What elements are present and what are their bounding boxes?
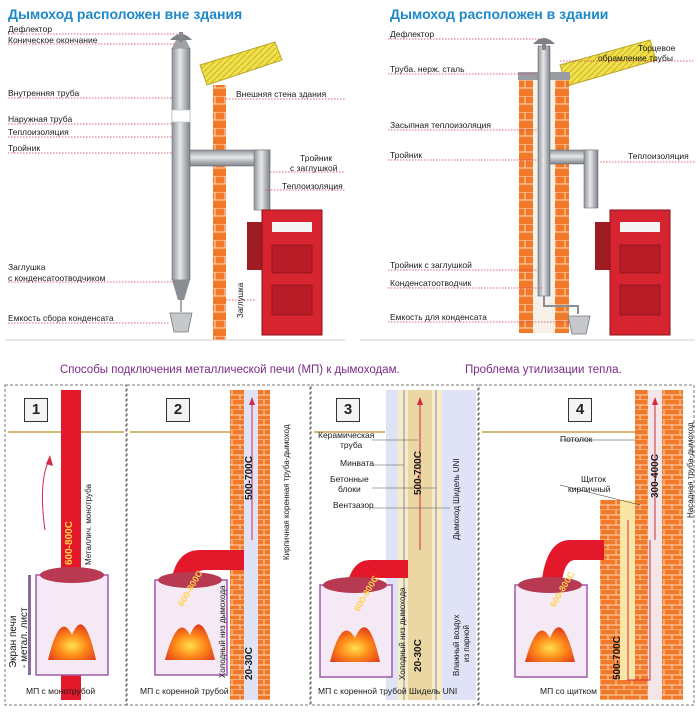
panel-number-4: 4 xyxy=(568,398,592,422)
p4-temp-mid: 500-700С xyxy=(612,636,623,680)
panel-number-3: 3 xyxy=(336,398,360,422)
p4-ceiling: Потолок xyxy=(560,434,593,444)
label-tee-plug-2: с заглушкой xyxy=(290,163,338,173)
label-r-tee: Тройник xyxy=(390,150,423,160)
label-r-deflector: Дефлектор xyxy=(390,29,435,39)
roof-left xyxy=(199,41,283,86)
label-r-trap: Конденсатоотводчик xyxy=(390,278,472,288)
p1-pipe-label: Металлич. монотруба xyxy=(84,484,93,565)
label-r-frame-1: Торцевое xyxy=(638,43,676,53)
p4-pipe-label: Насадная труба-дымоход xyxy=(686,422,695,518)
label-outer-wall: Внешняя стена здания xyxy=(236,89,327,99)
p3-label-blocks-2: блоки xyxy=(338,484,361,494)
left-title: Дымоход расположен вне здания xyxy=(8,6,243,22)
label-tee-plug-1: Тройник xyxy=(300,153,333,163)
label-r-frame-2: обрамление трубы xyxy=(598,53,673,63)
p4-temp-up: 300-400С xyxy=(650,454,661,498)
p3-caption: МП с коренной трубой Шидель UNI xyxy=(318,686,458,696)
p3-label-minwool: Минвата xyxy=(340,458,375,468)
leaders-right xyxy=(388,38,695,323)
insulation-band xyxy=(171,109,191,123)
p3-temp-up: 500-700С xyxy=(413,451,424,495)
p2-brick-label: Кирпичная коренная труба-дымоход xyxy=(282,424,291,561)
panel-number-2: 2 xyxy=(166,398,190,422)
p3-uni-label: Дымоход Шидель UNI xyxy=(452,458,461,540)
section-title-heat: Проблема утилизации тепла. xyxy=(465,364,622,376)
p3-cold-label: Холодный низ дымохода xyxy=(398,587,407,680)
boiler-side-left xyxy=(247,222,262,270)
label-r-fill: Засыпная теплоизоляция xyxy=(390,120,491,130)
label-inner-pipe: Внутренняя труба xyxy=(8,88,80,98)
p2-temp-up: 500-700С xyxy=(244,456,255,500)
brick-column-left xyxy=(519,78,533,333)
p2-caption: МП с коренной трубой xyxy=(140,686,229,696)
deflector-right xyxy=(533,38,555,44)
label-plug-vertical: Заглушка xyxy=(236,282,245,318)
p4-shield-1: Щиток xyxy=(581,474,606,484)
chimney-pipe-right xyxy=(537,45,551,297)
label-cone: Коническое окончание xyxy=(8,35,98,45)
label-plug: Заглушка xyxy=(8,262,46,272)
brick-column-right xyxy=(555,78,569,333)
p1-temp: 600-800С xyxy=(64,521,75,565)
tee-down-left xyxy=(253,149,271,211)
outer-wall-left xyxy=(213,85,226,340)
label-r-steel-pipe: Труба. нерж. сталь xyxy=(390,64,465,74)
label-bucket: Емкость сбора конденсата xyxy=(8,313,114,323)
condensate-bucket-right xyxy=(567,315,591,335)
panel-number-1: 1 xyxy=(24,398,48,422)
p3-label-ceramic: Керамическая xyxy=(318,430,375,440)
p3-air-1: Влажный воздух xyxy=(452,614,461,676)
p3-label-ceramic-2: труба xyxy=(340,440,363,450)
label-insulation: Теплоизоляция xyxy=(8,127,69,137)
p3-label-blocks: Бетонные xyxy=(330,474,369,484)
label-insulation-r: Теплоизоляция xyxy=(282,181,343,191)
p3-label-gap: Вентзазор xyxy=(333,500,374,510)
p2-temp-low: 20-30С xyxy=(244,647,255,680)
label-outer-pipe: Наружная труба xyxy=(8,114,73,124)
label-tee: Тройник xyxy=(8,143,41,153)
label-r-insulation: Теплоизоляция xyxy=(628,151,689,161)
section-title-connect: Способы подключения металлической печи (… xyxy=(60,364,400,376)
label-plug-2: с конденсатоотводчиком xyxy=(8,273,106,283)
fire-1 xyxy=(48,624,96,660)
chimney-pipe-left xyxy=(171,47,191,281)
p3-temp-low: 20-30С xyxy=(413,639,424,672)
leaders-left xyxy=(8,33,345,324)
p1-screen-2: - метал. лист xyxy=(19,607,30,668)
p3-air-2: из парной xyxy=(462,625,471,662)
p4-caption: МП со щитком xyxy=(540,686,598,696)
p1-screen-1: Экран печи xyxy=(8,615,19,668)
condensate-bucket-left xyxy=(169,312,193,333)
p1-caption: МП с монотрубой xyxy=(26,686,96,696)
label-deflector: Дефлектор xyxy=(8,24,53,34)
p4-shield-2: кирпичный xyxy=(568,484,611,494)
cone-top-left xyxy=(172,40,190,48)
label-r-bucket: Емкость для конденсата xyxy=(390,312,487,322)
label-r-tee-plug: Тройник с заглушкой xyxy=(390,260,472,270)
p2-cold-label: Холодный низ дымохода xyxy=(218,585,227,678)
right-title: Дымоход расположен в здании xyxy=(390,6,609,22)
